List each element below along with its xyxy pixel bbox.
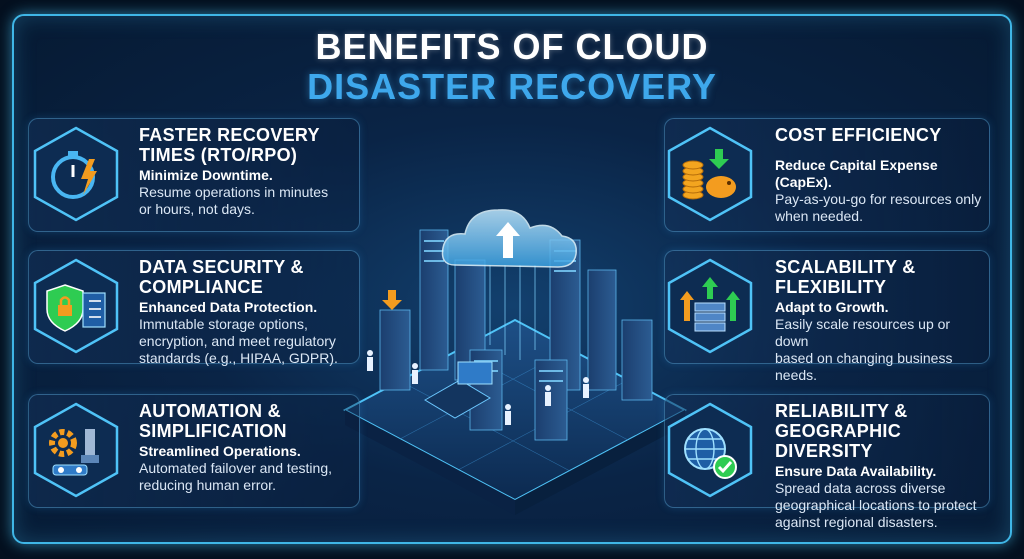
card-scalability: SCALABILITY &FLEXIBILITY Adapt to Growth… [664,250,990,383]
card-description: Immutable storage options,encryption, an… [139,316,338,366]
card-cost-efficiency: COST EFFICIENCY Reduce Capital Expense (… [664,118,990,232]
card-heading: DATA SECURITY &COMPLIANCE [139,257,304,297]
card-subheading: Streamlined Operations. [139,443,301,459]
card-heading: AUTOMATION &SIMPLIFICATION [139,401,287,441]
card-subheading: Enhanced Data Protection. [139,299,318,315]
card-heading: COST EFFICIENCY [775,125,942,145]
card-description: Automated failover and testing,reducing … [139,460,333,493]
card-subheading: Ensure Data Availability. [775,463,937,479]
cloud-datacenter-illustration [340,170,690,540]
shield-lock-checklist-icon [31,257,121,355]
card-subheading: Minimize Downtime. [139,167,273,183]
card-reliability: RELIABILITY &GEOGRAPHIC DIVERSITY Ensure… [664,394,990,530]
globe-checkmark-icon [665,401,755,499]
stopwatch-lightning-icon [31,125,121,223]
card-subheading: Reduce Capital Expense (CapEx). [775,157,938,190]
card-subheading: Adapt to Growth. [775,299,889,315]
card-automation: AUTOMATION &SIMPLIFICATION Streamlined O… [28,394,360,508]
coins-piggy-bank-icon [665,125,755,223]
server-arrows-up-icon [665,257,755,355]
title-line-2: DISASTER RECOVERY [307,66,717,107]
card-data-security: DATA SECURITY &COMPLIANCE Enhanced Data … [28,250,360,366]
card-heading: RELIABILITY &GEOGRAPHIC DIVERSITY [775,401,908,461]
card-heading: SCALABILITY &FLEXIBILITY [775,257,916,297]
gear-robot-arm-icon [31,401,121,499]
title-line-1: BENEFITS OF CLOUD [315,26,709,67]
